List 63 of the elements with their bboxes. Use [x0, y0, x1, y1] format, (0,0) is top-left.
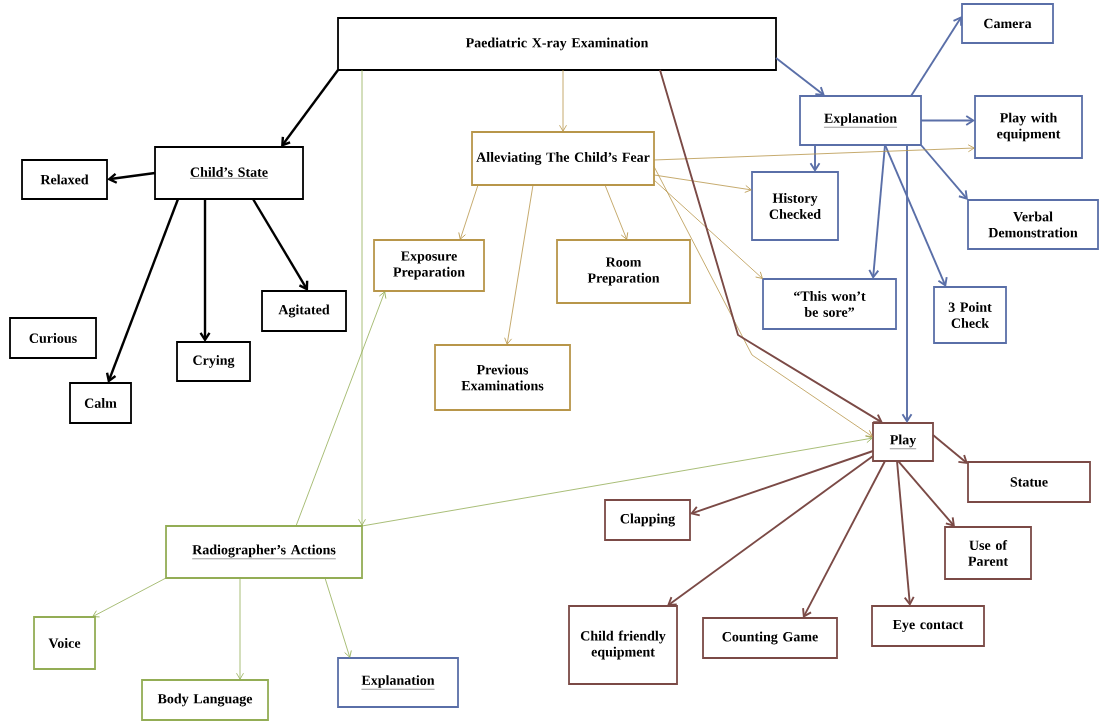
arrow	[901, 144, 913, 423]
arrow	[802, 460, 886, 618]
category-box: Alleviating The Child’s Fear	[471, 131, 655, 186]
state-box: Agitated	[261, 290, 347, 332]
item-box: “This won’t be sore”	[762, 278, 897, 330]
item-box: Room Preparation	[556, 239, 691, 304]
item-box: Exposure Preparation	[373, 239, 485, 292]
arrow	[920, 115, 975, 126]
arrow	[604, 184, 629, 240]
arrow	[920, 144, 968, 200]
arrow	[361, 435, 873, 527]
arrow	[690, 450, 874, 517]
arrow	[295, 291, 387, 527]
state-box: Curious	[9, 317, 97, 359]
item-box: Counting Game	[702, 617, 838, 659]
item-box: Child friendly equipment	[568, 605, 678, 685]
item-box: Voice	[33, 616, 96, 670]
item-box: Eye contact	[871, 605, 985, 647]
state-box: Relaxed	[21, 159, 108, 200]
arrow	[92, 577, 167, 618]
category-box: Explanation	[799, 95, 922, 146]
item-box: Body Language	[141, 679, 269, 721]
arrow	[659, 69, 883, 424]
arrow	[199, 199, 211, 342]
arrow	[236, 577, 244, 680]
arrow	[667, 455, 874, 606]
category-box: Play	[872, 422, 934, 462]
category-box: Radiographer’s Actions	[165, 525, 363, 579]
title-box: Paediatric X-ray Examination	[337, 17, 777, 71]
item-box: Previous Examinations	[434, 344, 571, 411]
arrow	[653, 179, 763, 279]
item-box: Clapping	[604, 499, 691, 541]
arrow	[775, 57, 825, 96]
arrow	[504, 184, 534, 345]
arrow	[653, 174, 752, 193]
arrow	[281, 69, 339, 147]
arrow	[884, 144, 948, 287]
arrow	[653, 166, 873, 437]
item-box: Use of Parent	[944, 526, 1032, 580]
arrow	[252, 198, 309, 291]
arrow	[324, 577, 352, 658]
arrow	[559, 69, 567, 132]
item-box: Camera	[961, 3, 1054, 44]
arrow	[910, 16, 963, 97]
state-box: Calm	[69, 382, 132, 424]
arrow	[896, 460, 915, 606]
arrow	[868, 144, 886, 279]
item-box: Play with equipment	[974, 95, 1083, 159]
item-box: Verbal Demonstration	[967, 199, 1099, 250]
arrow	[809, 144, 821, 172]
arrow	[458, 184, 479, 240]
arrow	[358, 69, 366, 526]
arrow	[932, 434, 968, 464]
item-box: 3 Point Check	[933, 286, 1007, 344]
item-box: Statue	[967, 461, 1091, 503]
category-box: Child’s State	[154, 146, 304, 200]
arrow	[105, 198, 180, 383]
arrow	[107, 171, 156, 184]
item-box: History Checked	[751, 171, 839, 241]
state-box: Crying	[176, 341, 251, 382]
arrow	[897, 460, 955, 527]
category-box: Explanation	[337, 657, 459, 708]
arrow	[653, 144, 975, 161]
